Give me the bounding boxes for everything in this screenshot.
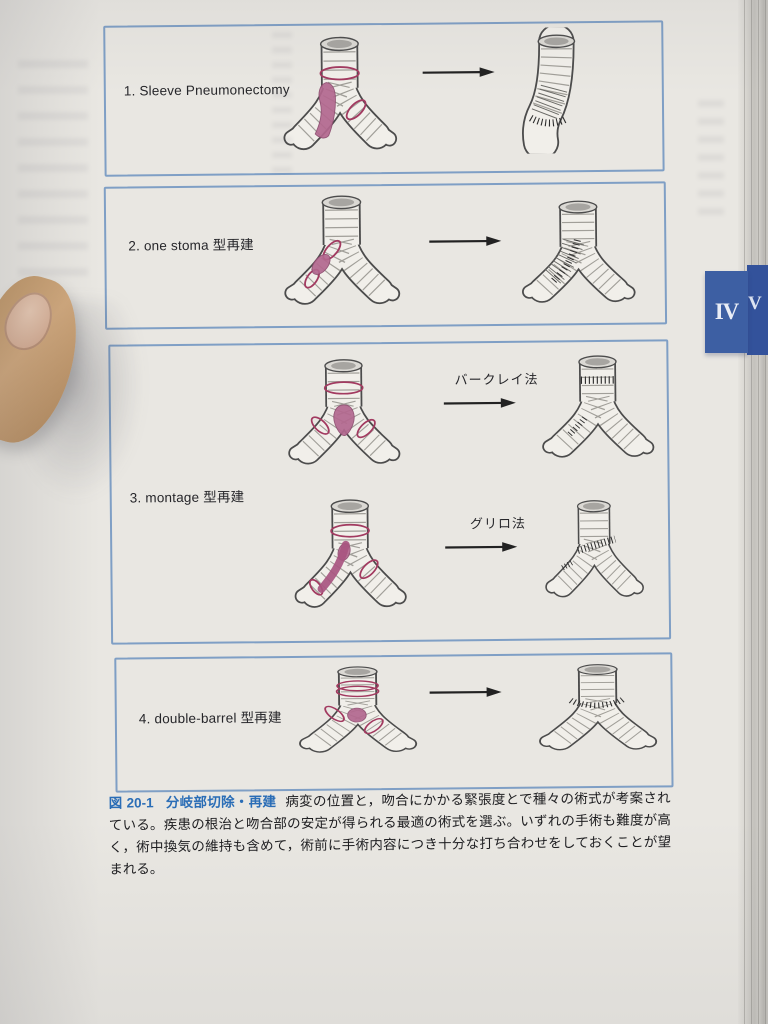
diagram-montage-postop-grillo: [528, 491, 661, 614]
section-tab-behind: V: [747, 265, 768, 355]
diagram-montage-preop-a: [268, 350, 419, 483]
arrow-icon: [428, 686, 503, 699]
arrow-icon: [444, 540, 519, 554]
panel-4-label: 4. double-barrel 型再建: [138, 710, 282, 727]
diagram-sleeve-pneumonectomy-preop: [263, 27, 416, 170]
arrow-icon: [421, 66, 496, 79]
diagram-double-barrel-preop: [278, 659, 437, 769]
page-stack-edge: [738, 0, 768, 1024]
arrow-icon: [442, 396, 517, 410]
figure-panel-1: 1. Sleeve Pneumonectomy: [103, 20, 665, 177]
figure-panel-2: 2. one stoma 型再建: [103, 181, 668, 330]
figure-panel-4: 4. double-barrel 型再建: [114, 652, 674, 793]
diagram-montage-postop-barclay: [522, 346, 673, 475]
figure-panel-3: 3. montage 型再建 バークレイ法: [108, 339, 673, 645]
figure-title: 分岐部切除・再建: [165, 794, 277, 811]
arrow-icon: [428, 235, 503, 248]
diagram-double-barrel-postop: [518, 656, 677, 766]
diagram-sleeve-pneumonectomy-postop: [497, 27, 616, 154]
section-tab: IV: [705, 271, 748, 353]
diagram-one-stoma-preop: [264, 186, 420, 324]
method-label-grillo: グリロ法: [469, 515, 527, 532]
diagram-one-stoma-postop: [502, 191, 655, 320]
figure-label: 図 20-1: [108, 795, 154, 811]
diagram-montage-preop-b: [275, 490, 426, 627]
thumb-nail: [0, 284, 62, 358]
panel-3-label: 3. montage 型再建: [129, 489, 245, 506]
panel-2-label: 2. one stoma 型再建: [128, 237, 254, 254]
